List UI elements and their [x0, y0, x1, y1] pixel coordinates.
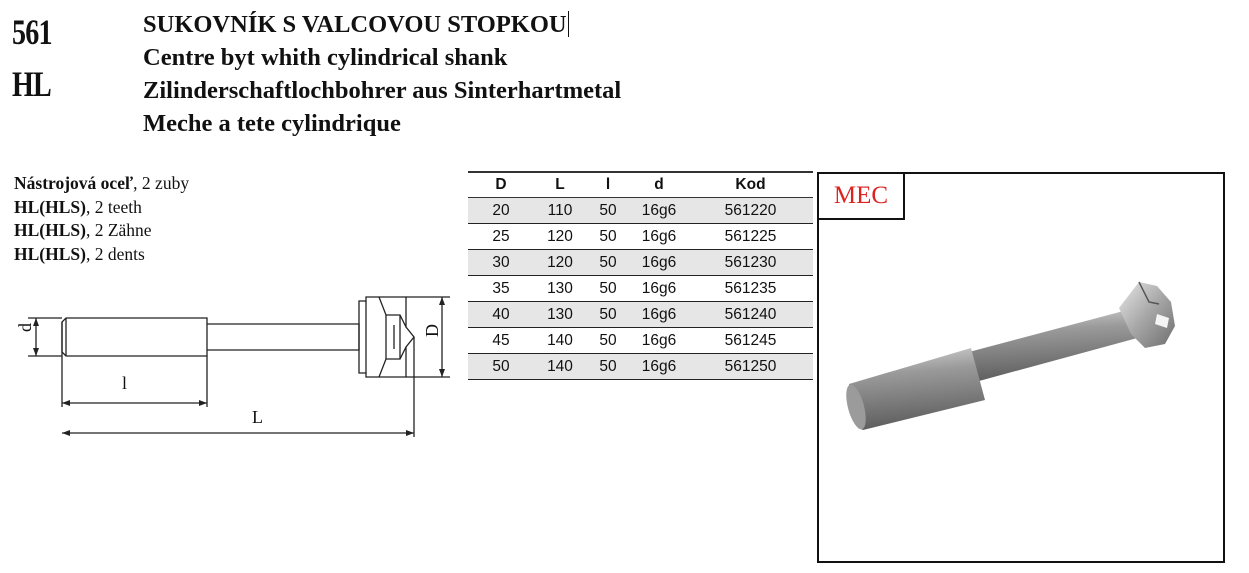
column-header: D: [495, 176, 507, 193]
cell: 561220: [688, 197, 813, 224]
cell: 120: [534, 223, 586, 250]
material-line: HL(HLS), 2 dents: [14, 243, 145, 264]
cell: 140: [534, 353, 586, 380]
material-line: Nástrojová oceľ, 2 zuby: [14, 173, 190, 193]
title-cz: SUKOVNÍK S VALCOVOU STOPKOU: [143, 11, 569, 38]
drill-bit-image: [846, 281, 1175, 430]
table-header-row: D L l d Kod: [468, 172, 813, 198]
cell: 16g6: [630, 353, 688, 380]
cell: 130: [534, 301, 586, 328]
text-cursor: [567, 11, 569, 37]
cell: 16g6: [630, 223, 688, 250]
table-row: 50 140 50 16g6 561250: [468, 353, 813, 380]
cell: 140: [534, 327, 586, 354]
cell: 110: [534, 197, 586, 224]
cell: 50: [586, 197, 630, 224]
material-line: HL(HLS), 2 Zähne: [14, 220, 152, 240]
cell: 50: [586, 301, 630, 328]
cell: 45: [468, 327, 534, 354]
product-code: 561: [12, 12, 53, 52]
brand-label: MEC: [819, 174, 905, 220]
cell: 20: [468, 197, 534, 224]
column-header: l: [605, 176, 611, 193]
label-l: l: [122, 373, 127, 393]
cell: 561230: [688, 249, 813, 276]
material-list: Nástrojová oceľ, 2 zuby HL(HLS), 2 teeth…: [14, 172, 189, 266]
product-photo-frame: MEC: [817, 172, 1225, 563]
cell: 35: [468, 275, 534, 302]
cell: 561235: [688, 275, 813, 302]
dimension-table: D L l d Kod 20 110 50 16g6 561220 25 120…: [468, 171, 813, 380]
cell: 561225: [688, 223, 813, 250]
cell: 50: [586, 327, 630, 354]
cell: 561240: [688, 301, 813, 328]
table-row: 30 120 50 16g6 561230: [468, 249, 813, 276]
cell: 16g6: [630, 327, 688, 354]
cell: 16g6: [630, 301, 688, 328]
column-header: d: [654, 176, 664, 193]
material-line: HL(HLS), 2 teeth: [14, 196, 142, 217]
cell: 50: [586, 353, 630, 380]
shank-outline: [61, 317, 208, 357]
cell: 120: [534, 249, 586, 276]
cell: 561250: [688, 353, 813, 380]
label-L: L: [252, 407, 263, 427]
label-d: d: [15, 323, 35, 332]
cell: 561245: [688, 327, 813, 354]
cell: 16g6: [630, 249, 688, 276]
title-fr: Meche a tete cylindrique: [143, 110, 401, 137]
table-row: 20 110 50 16g6 561220: [468, 197, 813, 224]
table-row: 40 130 50 16g6 561240: [468, 301, 813, 328]
title-de: Zilinderschaftlochbohrer aus Sinterhartm…: [143, 77, 622, 104]
cell: 50: [586, 275, 630, 302]
cell: 50: [586, 249, 630, 276]
title-block: SUKOVNÍK S VALCOVOU STOPKOU Centre byt w…: [143, 8, 621, 140]
cell: 130: [534, 275, 586, 302]
column-header: Kod: [735, 176, 766, 193]
table-row: 25 120 50 16g6 561225: [468, 223, 813, 250]
technical-drawing: d D l L: [15, 296, 450, 437]
product-type: HL: [12, 64, 52, 104]
table-row: 35 130 50 16g6 561235: [468, 275, 813, 302]
head-outline: [358, 296, 415, 378]
title-en: Centre byt whith cylindrical shank: [143, 44, 508, 71]
neck-outline: [207, 323, 360, 351]
cell: 50: [586, 223, 630, 250]
table-row: 45 140 50 16g6 561245: [468, 327, 813, 354]
cell: 25: [468, 223, 534, 250]
cell: 40: [468, 301, 534, 328]
cell: 30: [468, 249, 534, 276]
cell: 50: [468, 353, 534, 380]
column-header: L: [555, 176, 565, 193]
cell: 16g6: [630, 197, 688, 224]
label-D: D: [422, 324, 442, 337]
cell: 16g6: [630, 275, 688, 302]
